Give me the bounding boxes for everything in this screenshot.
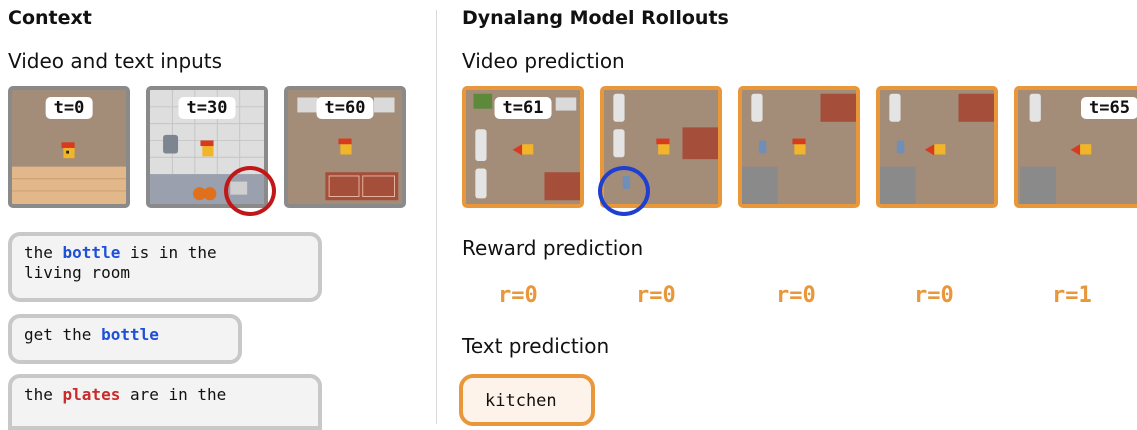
context-heading: Context xyxy=(8,7,92,29)
frame-time-label: t=61 xyxy=(494,97,552,119)
highlight-circle-red xyxy=(224,166,276,216)
agent-sprite xyxy=(338,138,352,155)
keyword-bottle: bottle xyxy=(101,325,159,344)
text-input-2: get the bottle xyxy=(8,314,242,364)
video-prediction-label: Video prediction xyxy=(462,49,625,73)
agent-sprite xyxy=(61,142,75,159)
predicted-frame-t61: t=61 xyxy=(462,86,584,208)
keyword-bottle: bottle xyxy=(62,243,121,262)
predicted-frame-t65: t=65 xyxy=(1014,86,1137,208)
rollouts-heading: Dynalang Model Rollouts xyxy=(462,7,729,29)
reward-value: r=0 xyxy=(498,283,538,308)
highlight-circle-blue xyxy=(598,166,650,216)
predicted-frame-3 xyxy=(738,86,860,208)
agent-sprite xyxy=(656,138,670,155)
context-frame-t0: t=0 xyxy=(8,86,130,208)
reward-value: r=0 xyxy=(636,283,676,308)
video-text-inputs-label: Video and text inputs xyxy=(8,49,223,73)
context-frame-t30: t=30 xyxy=(146,86,268,208)
predicted-frame-4 xyxy=(876,86,998,208)
agent-sprite xyxy=(792,138,806,155)
reward-value: r=1 xyxy=(1052,283,1092,308)
frame-scene xyxy=(880,90,994,204)
reward-value: r=0 xyxy=(914,283,954,308)
text-prediction-label: Text prediction xyxy=(462,334,610,358)
frame-time-label: t=30 xyxy=(178,97,236,119)
text-prediction-box: kitchen xyxy=(459,374,595,426)
reward-prediction-label: Reward prediction xyxy=(462,236,644,260)
agent-sprite xyxy=(512,144,534,156)
reward-value: r=0 xyxy=(776,283,816,308)
text-input-1: the bottle is in the living room xyxy=(8,232,322,302)
context-frame-t60: t=60 xyxy=(284,86,406,208)
keyword-plates: plates xyxy=(62,385,121,404)
text-input-3: the plates are in the xyxy=(8,374,322,430)
frame-time-label: t=65 xyxy=(1081,97,1137,119)
frame-scene xyxy=(742,90,856,204)
agent-sprite xyxy=(924,144,946,156)
section-divider xyxy=(436,10,437,424)
agent-sprite xyxy=(1070,144,1092,156)
agent-sprite xyxy=(200,140,214,157)
frame-time-label: t=60 xyxy=(316,97,374,119)
frame-time-label: t=0 xyxy=(45,97,93,119)
